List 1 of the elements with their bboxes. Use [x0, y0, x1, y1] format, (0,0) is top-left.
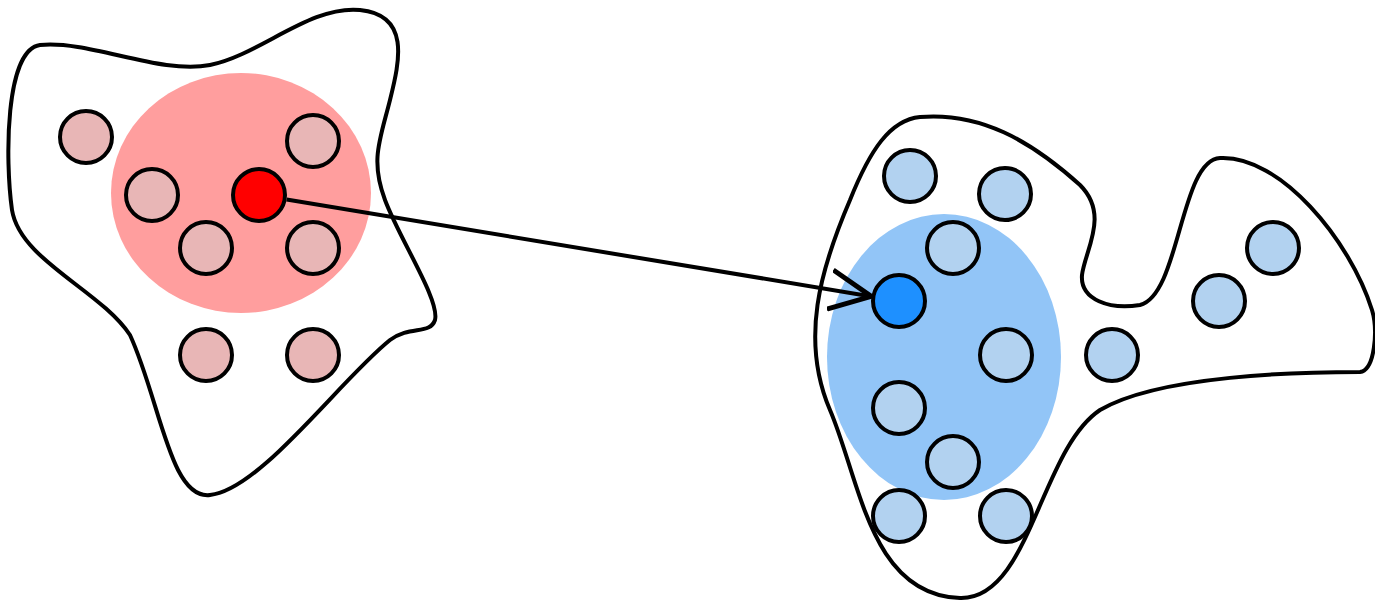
- arrow: [286, 197, 874, 312]
